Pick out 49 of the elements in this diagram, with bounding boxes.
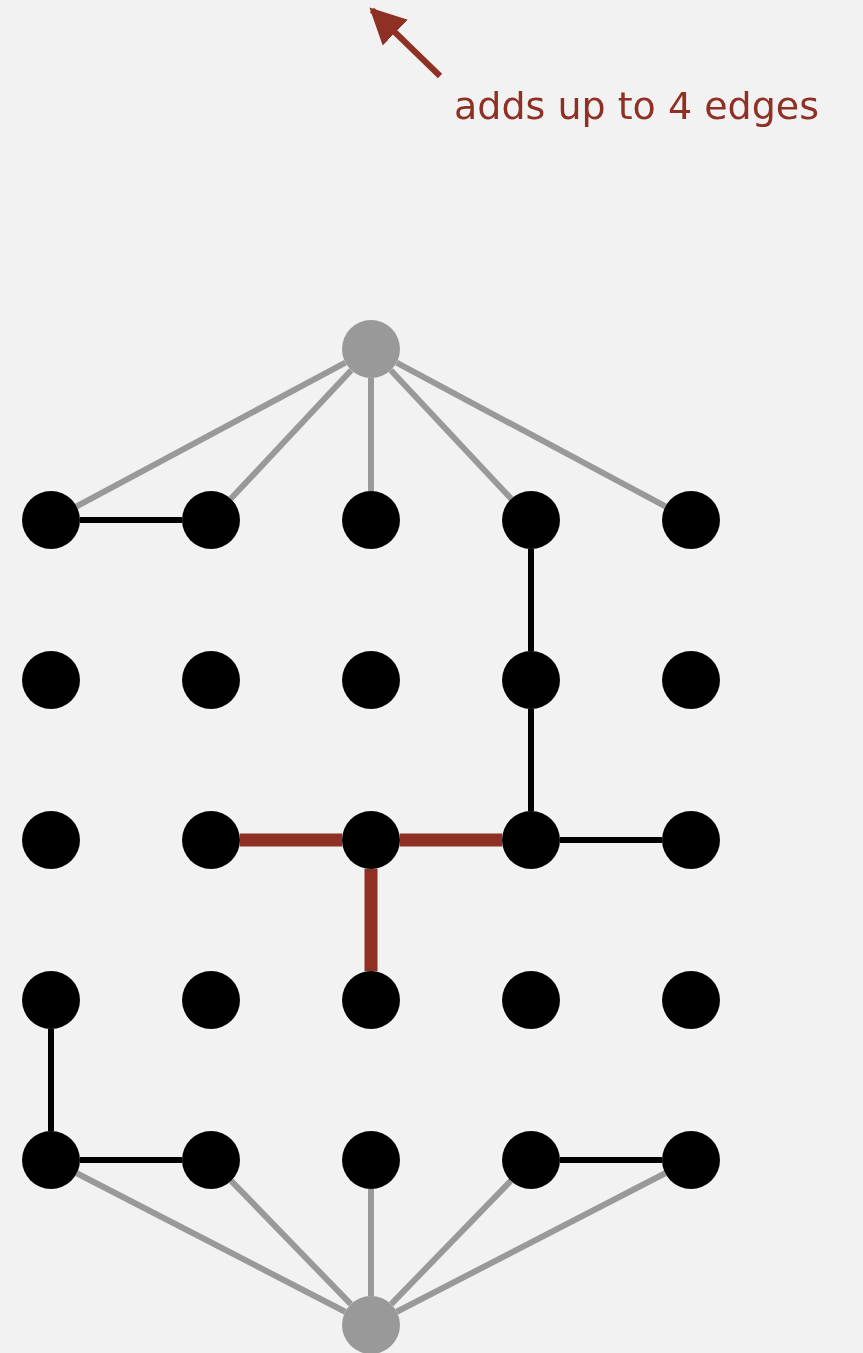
- vertex-dot: [342, 491, 400, 549]
- edge-line: [528, 709, 534, 811]
- vertex-dot: [502, 1131, 560, 1189]
- vertex-dot: [342, 811, 400, 869]
- edge-line: [80, 517, 182, 523]
- edge-line: [75, 360, 347, 509]
- vertex-dot: [22, 491, 80, 549]
- edge-line: [395, 360, 667, 509]
- edge-line: [400, 833, 502, 847]
- edge-line: [368, 1189, 374, 1296]
- vertex-dot: [502, 491, 560, 549]
- vertex-dot: [182, 1131, 240, 1189]
- edge-line: [389, 1178, 513, 1307]
- vertex-dot: [662, 811, 720, 869]
- vertex-dot: [662, 1131, 720, 1189]
- vertex-dot: [502, 651, 560, 709]
- edge-line: [364, 869, 378, 971]
- vertex-dot: [502, 971, 560, 1029]
- vertex-dot: [662, 971, 720, 1029]
- edge-line: [560, 837, 662, 843]
- vertex-dot: [182, 651, 240, 709]
- vertex-dot: [22, 811, 80, 869]
- vertex-dot: [662, 491, 720, 549]
- arrow: [369, 7, 443, 79]
- edge-line: [368, 378, 374, 491]
- edge-line: [240, 833, 342, 847]
- edge-line: [229, 1178, 353, 1307]
- annotation-text: adds up to 4 edges: [440, 76, 819, 128]
- edge-line: [395, 1170, 667, 1315]
- edge-line: [560, 1157, 662, 1163]
- vertex-dot: [22, 971, 80, 1029]
- virtual-vertex-dot: [342, 320, 400, 378]
- edge-line: [528, 549, 534, 651]
- vertex-dot: [22, 651, 80, 709]
- edge-line: [388, 368, 514, 501]
- vertex-dot: [182, 491, 240, 549]
- vertex-dot: [342, 651, 400, 709]
- edge-line: [80, 1157, 182, 1163]
- vertex-dot: [182, 971, 240, 1029]
- vertex-dot: [342, 971, 400, 1029]
- vertex-dot: [342, 1131, 400, 1189]
- virtual-vertex-dot: [342, 1296, 400, 1353]
- edge-line: [75, 1170, 347, 1315]
- edge-line: [228, 368, 354, 501]
- vertex-dot: [22, 1131, 80, 1189]
- vertex-dot: [662, 651, 720, 709]
- vertex-dot: [502, 811, 560, 869]
- edge-line: [48, 1029, 54, 1131]
- vertex-dot: [182, 811, 240, 869]
